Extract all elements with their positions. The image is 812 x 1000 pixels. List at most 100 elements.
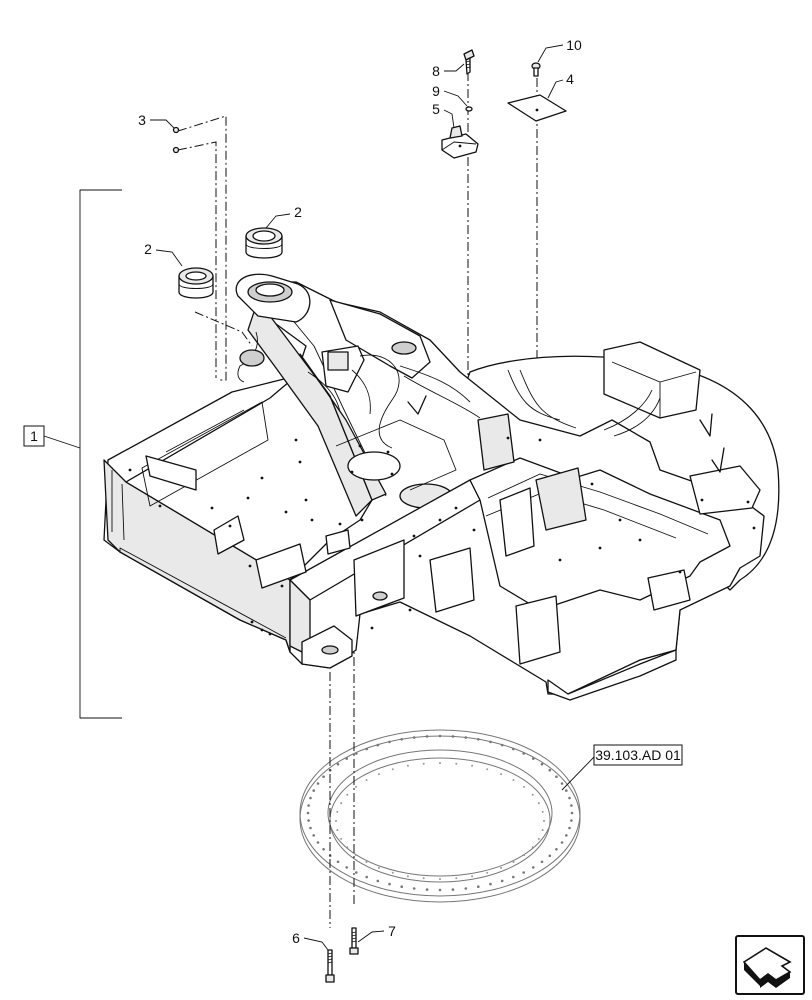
callout-4[interactable]: 4	[566, 71, 574, 87]
ring-bolt-hole	[565, 789, 568, 792]
assembly-bracket	[43, 189, 122, 719]
ring-bolt-hole	[489, 882, 492, 886]
pin-3-upper[interactable]	[172, 126, 180, 134]
reference-label-box[interactable]: 39.103.AD 01	[561, 744, 683, 791]
callout-1-box[interactable]: 1	[23, 425, 45, 447]
frame-hole	[678, 570, 682, 574]
ring-bolt-hole	[355, 871, 358, 874]
frame-hole	[438, 518, 442, 522]
cover-plate[interactable]	[507, 94, 567, 122]
ring-inner-hole	[340, 837, 343, 840]
frame-hole	[298, 460, 302, 464]
ring-inner-hole	[354, 854, 357, 857]
ring-inner-hole	[422, 762, 425, 765]
frame-hole	[250, 620, 254, 624]
ring-inner-hole	[365, 779, 368, 781]
washer-9[interactable]	[465, 106, 473, 112]
ring-inner-hole	[486, 871, 489, 874]
ring-bolt-hole	[438, 734, 442, 738]
ring-bolt-hole	[560, 782, 564, 785]
ring-bolt-hole	[412, 736, 416, 739]
ring-bolt-hole	[365, 747, 369, 751]
ring-bolt-hole	[540, 762, 544, 766]
ring-bolt-hole	[312, 834, 316, 837]
ring-bolt-hole	[548, 854, 552, 858]
ring-bolt-hole	[570, 811, 574, 815]
ring-bolt-hole	[307, 804, 310, 807]
ring-inner-hole	[439, 878, 441, 880]
next-page-arrow-icon[interactable]	[735, 935, 805, 995]
ring-bolt-hole	[512, 875, 515, 879]
bolt-6[interactable]	[325, 949, 335, 983]
ring-bolt-hole	[376, 879, 380, 883]
ring-bolt-hole	[568, 796, 571, 800]
callout-8[interactable]: 8	[432, 63, 440, 79]
callout-2-upper[interactable]: 2	[294, 204, 302, 220]
ring-inner-hole	[391, 768, 394, 771]
frame-hole	[558, 558, 562, 562]
ring-inner-hole	[335, 820, 337, 822]
ring-bolt-hole	[355, 752, 358, 755]
ring-inner-hole	[531, 793, 534, 796]
callout-7[interactable]: 7	[388, 923, 396, 939]
frame-hole	[538, 438, 542, 442]
frame-hole	[506, 436, 510, 440]
bushing-lower[interactable]	[178, 267, 214, 299]
ring-bolt-hole	[412, 887, 416, 890]
frame-hole	[386, 450, 390, 454]
frame-hole	[280, 584, 284, 588]
bushing-upper[interactable]	[245, 227, 283, 259]
frame-hole	[128, 468, 132, 472]
frame-hole	[304, 498, 308, 502]
upper-frame[interactable]	[103, 273, 780, 701]
frame-hole	[618, 518, 622, 522]
ring-bolt-hole	[345, 866, 349, 869]
ring-bolt-hole	[477, 885, 480, 888]
ring-inner-hole	[406, 875, 409, 878]
callout-10[interactable]: 10	[566, 37, 582, 53]
ring-bolt-hole	[388, 740, 391, 744]
ring-bolt-hole	[451, 888, 455, 891]
ring-bolt-hole	[322, 848, 325, 851]
frame-hole	[408, 608, 412, 612]
reference-label: 39.103.AD 01	[595, 747, 681, 763]
ring-inner-hole	[439, 762, 441, 764]
ring-bolt-hole	[464, 887, 468, 890]
ring-bolt-hole	[306, 811, 310, 815]
callout-3[interactable]: 3	[138, 112, 146, 128]
ring-inner-hole	[336, 829, 339, 832]
frame-hole	[210, 506, 214, 510]
ring-bolt-hole	[336, 860, 340, 864]
callout-6[interactable]: 6	[292, 930, 300, 946]
frame-hole	[598, 546, 602, 550]
ring-bolt-hole	[322, 775, 325, 778]
ring-bolt-hole	[555, 848, 558, 851]
frame-hole	[590, 482, 594, 486]
ring-inner-hole	[500, 866, 503, 869]
slewing-ring[interactable]	[299, 729, 581, 903]
mounting-bracket[interactable]	[441, 125, 479, 159]
frame-hole	[350, 470, 354, 474]
callout-5[interactable]: 5	[432, 101, 440, 117]
ring-bolt-hole	[425, 888, 429, 891]
ring-inner-hole	[422, 877, 425, 880]
bolt-8[interactable]	[463, 49, 475, 75]
callout-9[interactable]: 9	[432, 83, 440, 99]
ring-inner-hole	[523, 854, 526, 857]
ring-inner-hole	[500, 773, 503, 776]
ring-bolt-hole	[309, 826, 312, 830]
ring-bolt-hole	[316, 782, 320, 785]
callout-2-lower[interactable]: 2	[144, 241, 152, 257]
ring-bolt-hole	[345, 757, 349, 760]
ring-bolt-hole	[565, 834, 568, 837]
bolt-10[interactable]	[531, 62, 541, 77]
bolt-7[interactable]	[349, 927, 359, 955]
ring-gear-teeth	[306, 734, 574, 892]
callout-1: 1	[30, 428, 38, 444]
ring-bolt-hole	[512, 747, 515, 751]
ring-bolt-hole	[316, 841, 320, 844]
ring-bolt-hole	[489, 740, 492, 744]
ring-bolt-hole	[376, 743, 380, 747]
pin-3-lower[interactable]	[172, 146, 180, 154]
